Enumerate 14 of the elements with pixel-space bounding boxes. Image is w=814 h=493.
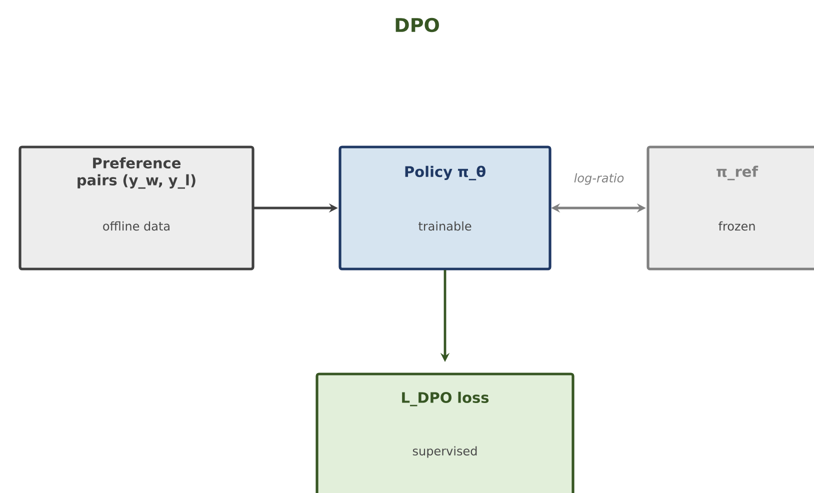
process-box [316,372,574,493]
node-heading: Preference pairs (y_w, y_l) [78,157,196,189]
node-subtitle: supervised [412,446,477,458]
node-subtitle: trainable [418,221,472,231]
edge-label: log-ratio [572,172,626,186]
node-heading: L_DPO loss [402,392,489,406]
node-heading: Policy π_θ [405,166,486,180]
node-subtitle: offline data [103,221,170,231]
process-box [338,146,552,270]
process-box [646,146,814,270]
node-heading: π_ref [716,166,758,180]
process-box [18,146,254,270]
title: DPO [396,18,439,32]
node-subtitle: frozen [718,221,755,231]
